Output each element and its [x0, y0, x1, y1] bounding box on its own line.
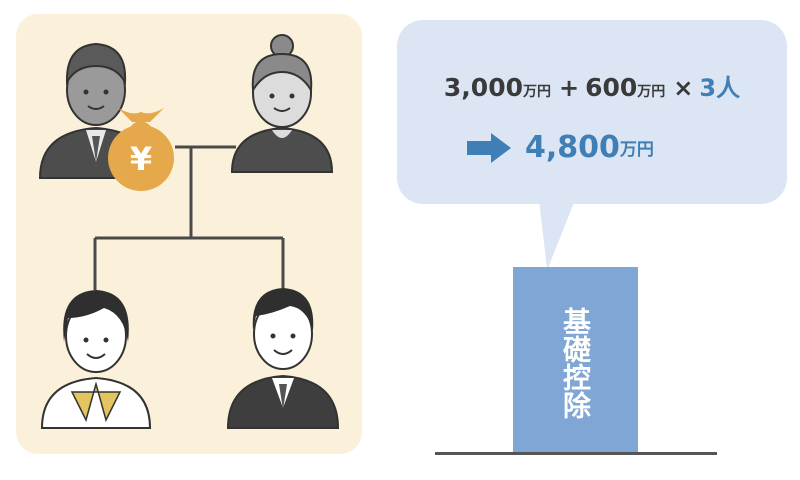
- daughter-avatar: [40, 290, 152, 429]
- result-amount: 4,800: [525, 130, 620, 165]
- arrow-right-icon: [467, 132, 511, 163]
- result-line: 4,800万円: [467, 130, 654, 165]
- per-heir-unit: 万円: [637, 84, 666, 100]
- son-avatar: [226, 288, 340, 429]
- plus-operator: +: [558, 74, 580, 102]
- formula-line: 3,000万円+600万円×3人: [397, 68, 787, 103]
- basic-deduction-label: 基礎控除: [559, 307, 592, 419]
- formula-callout: 3,000万円+600万円×3人 4,800万円: [397, 20, 787, 270]
- tree-connectors: [93, 145, 285, 290]
- baseline: [435, 452, 717, 455]
- basic-deduction-bar: 基礎控除: [513, 267, 638, 453]
- base-unit: 万円: [522, 84, 551, 100]
- per-heir-amount: 600: [585, 73, 638, 102]
- base-amount: 3,000: [443, 73, 523, 102]
- heir-count: 3人: [699, 74, 741, 102]
- result-unit: 万円: [619, 140, 654, 160]
- grandmother-avatar: [230, 34, 334, 173]
- callout-body: 3,000万円+600万円×3人 4,800万円: [397, 20, 787, 204]
- money-bag-icon: ¥: [108, 108, 174, 191]
- yen-symbol: ¥: [130, 140, 152, 178]
- times-operator: ×: [673, 74, 694, 102]
